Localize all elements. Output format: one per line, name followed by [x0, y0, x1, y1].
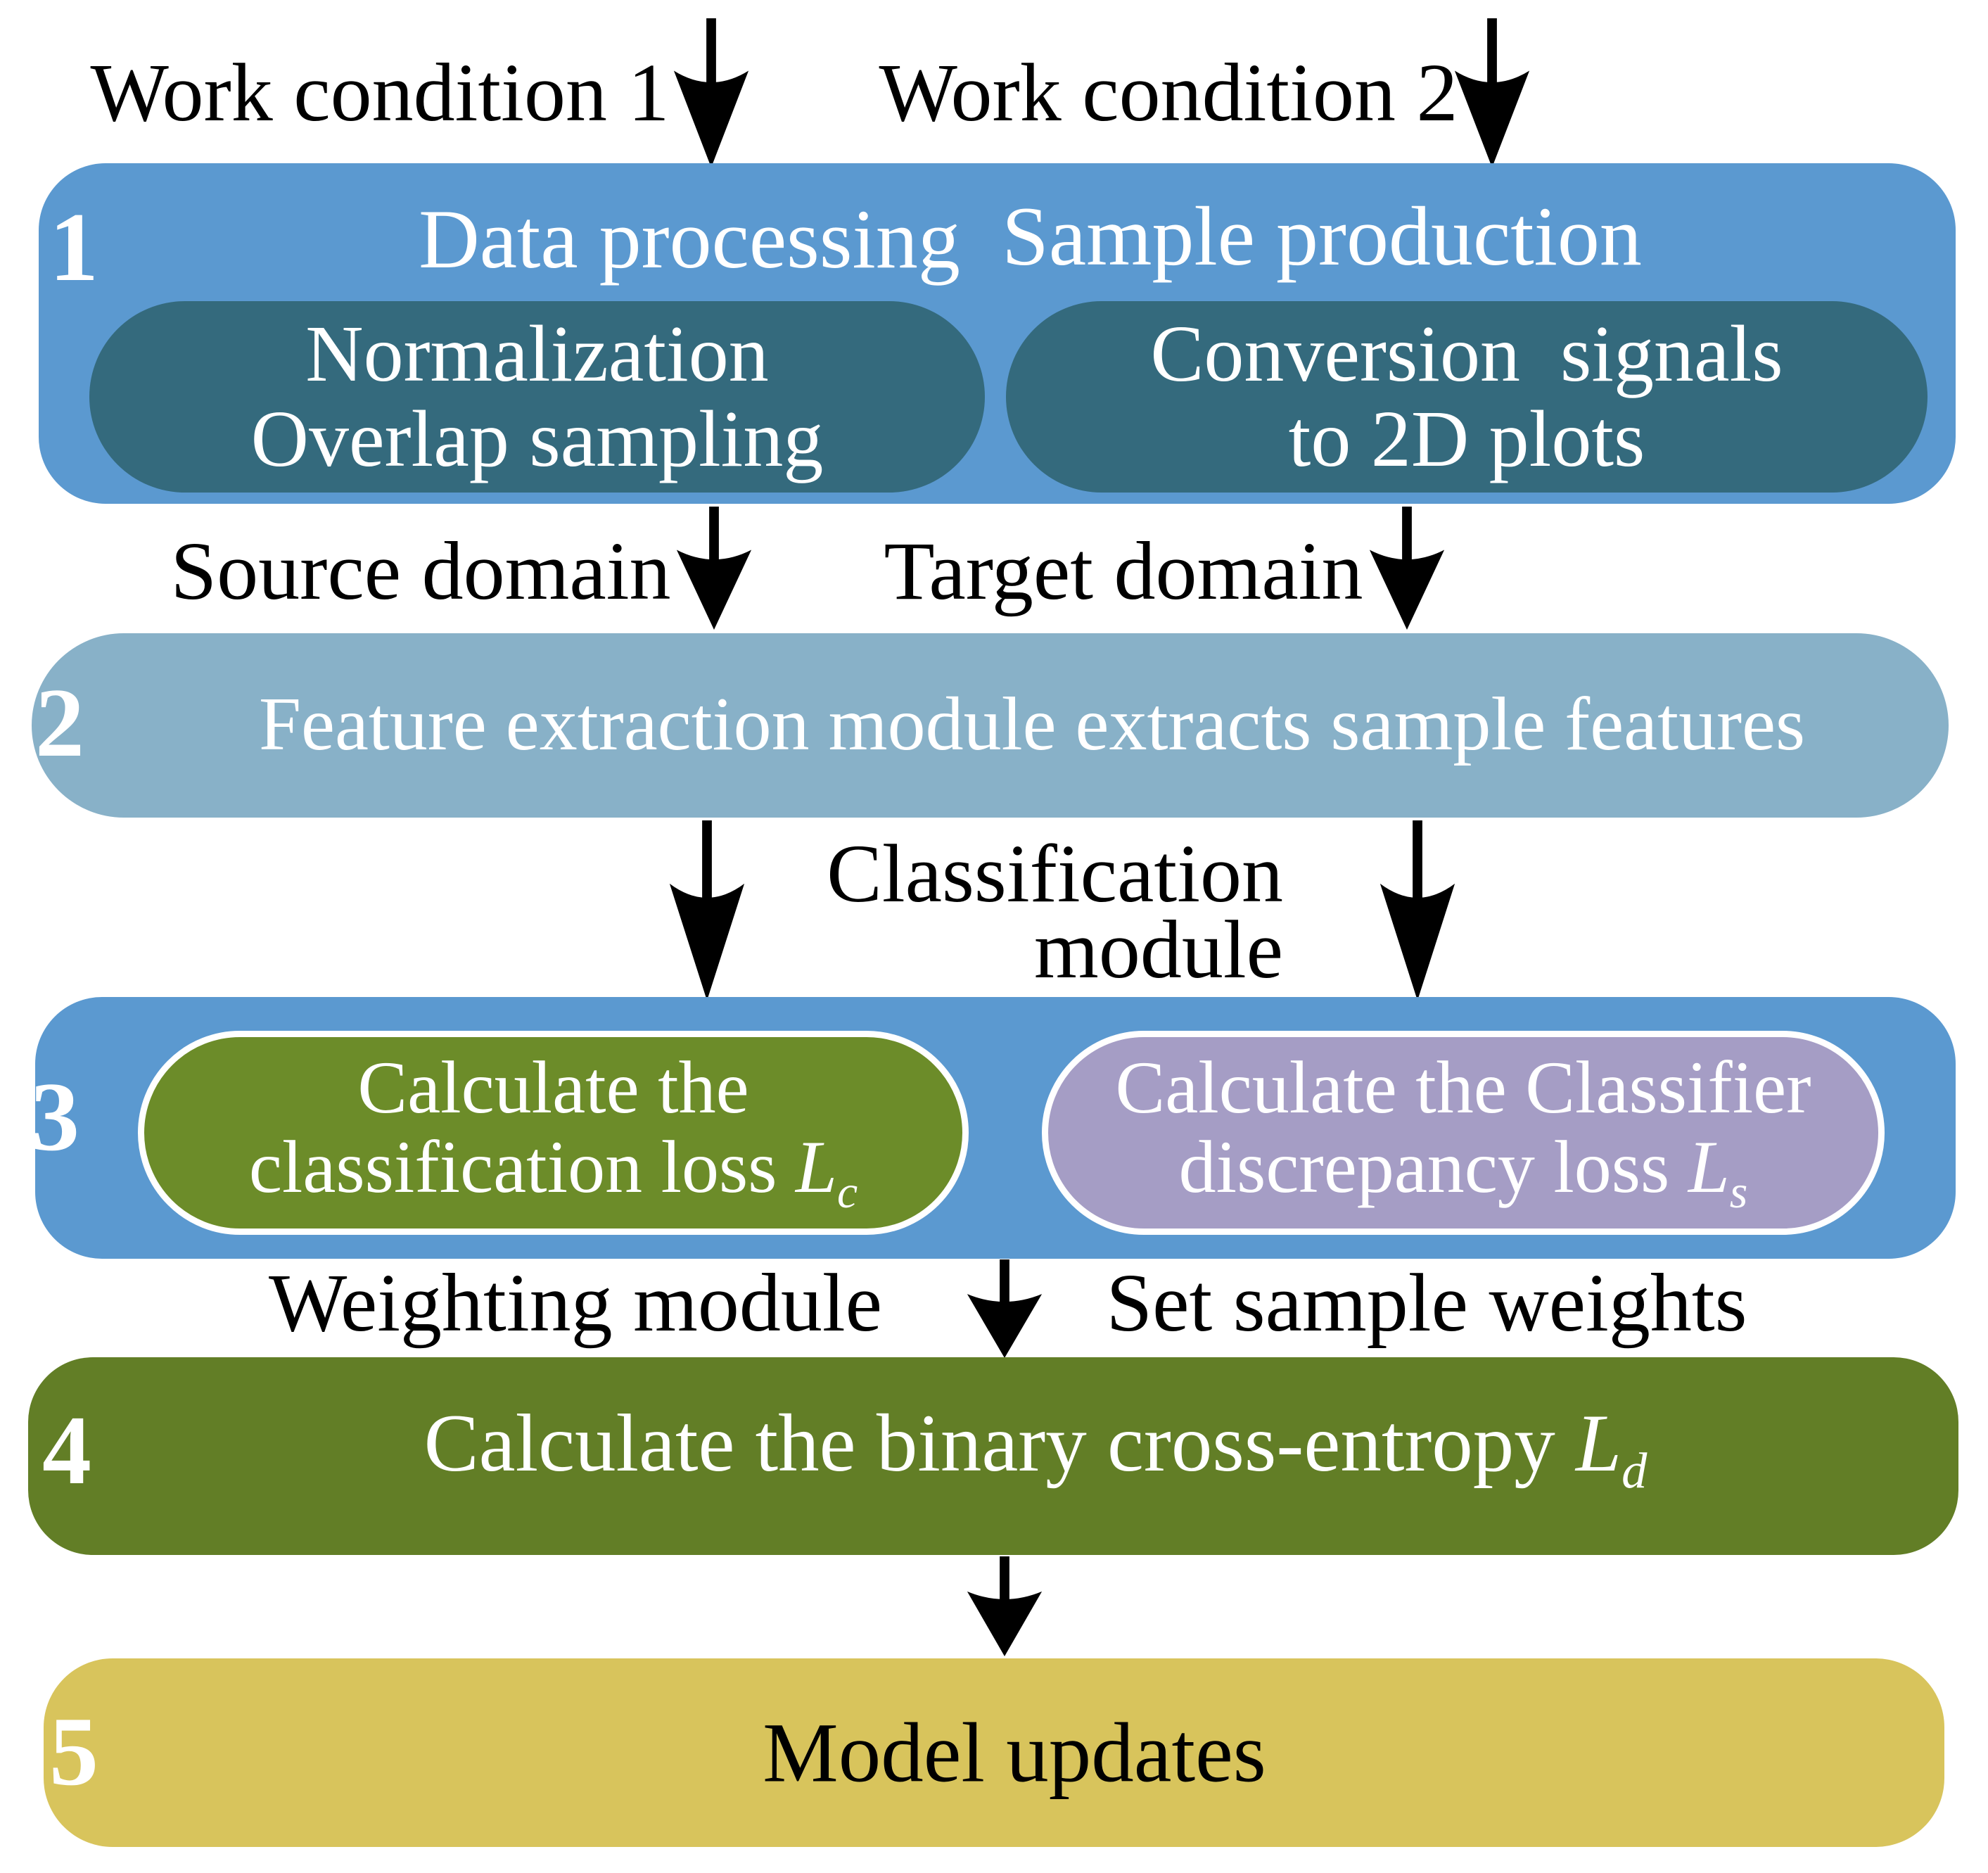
label-work-condition-1: Work condition 1	[90, 46, 670, 139]
title-binary-cross-entropy: Calculate the binary cross-entropy Ld	[423, 1398, 1648, 1499]
down-arrow	[967, 1556, 1043, 1656]
step-box-1: 1 Data processing Sample production Norm…	[39, 163, 1956, 504]
subbox-line: Overlap sampling	[250, 394, 824, 483]
step-number-1: 1	[49, 193, 98, 302]
loss-subscript: d	[1621, 1442, 1648, 1499]
label-classification-module-line1: Classification	[827, 827, 1283, 920]
down-arrow	[1380, 820, 1455, 1001]
down-arrow	[673, 18, 749, 167]
subbox-line: Conversion signals	[1150, 309, 1783, 399]
subbox-line: classification loss Lc	[248, 1125, 858, 1218]
step-number-3: 3	[30, 1062, 79, 1172]
step-box-3: 3 Calculate the classification loss Lc C…	[30, 997, 1956, 1259]
step-number-4: 4	[42, 1396, 91, 1505]
label-classification-module-line2: module	[1034, 903, 1283, 996]
loss-subscript: c	[836, 1166, 858, 1218]
subbox-line: discrepancy loss Ls	[1178, 1125, 1748, 1218]
down-arrow	[669, 820, 745, 1001]
title-model-updates: Model updates	[763, 1706, 1266, 1801]
step-number-2: 2	[35, 668, 84, 777]
subbox-line: Calculate the	[357, 1046, 749, 1129]
title-data-processing: Data processing	[419, 192, 960, 286]
subbox-discrepancy-loss: Calculate the Classifier discrepancy los…	[1042, 1031, 1885, 1235]
loss-symbol: L	[1576, 1398, 1622, 1490]
step-box-4: 4 Calculate the binary cross-entropy Ld	[28, 1357, 1958, 1555]
step-box-5: 5 Model updates	[44, 1658, 1944, 1847]
title-feature-extraction: Feature extraction module extracts sampl…	[258, 682, 1806, 766]
subbox-line: to 2D plots	[1288, 394, 1645, 483]
loss-symbol: L	[796, 1125, 837, 1208]
subbox-line: Normalization	[305, 309, 769, 399]
subbox-classification-loss: Calculate the classification loss Lc	[138, 1031, 969, 1235]
subbox-conversion-2d: Conversion signals to 2D plots	[1006, 301, 1928, 493]
step-box-2: 2 Feature extraction module extracts sam…	[32, 633, 1949, 818]
step-number-5: 5	[49, 1697, 98, 1806]
label-set-sample-weights: Set sample weights	[1106, 1257, 1747, 1349]
label-weighting-module: Weighting module	[268, 1257, 883, 1349]
down-arrow	[1454, 18, 1530, 167]
down-arrow	[1369, 507, 1445, 630]
down-arrow	[967, 1259, 1043, 1358]
label-work-condition-2: Work condition 2	[879, 46, 1458, 139]
label-source-domain: Source domain	[170, 525, 671, 617]
down-arrow	[676, 507, 752, 630]
loss-symbol: L	[1688, 1125, 1730, 1208]
subbox-normalization-overlap: Normalization Overlap sampling	[89, 301, 985, 493]
subbox-line: Calculate the Classifier	[1115, 1046, 1811, 1129]
label-target-domain: Target domain	[884, 525, 1363, 617]
loss-subscript: s	[1729, 1166, 1748, 1218]
title-sample-production: Sample production	[1002, 189, 1642, 283]
